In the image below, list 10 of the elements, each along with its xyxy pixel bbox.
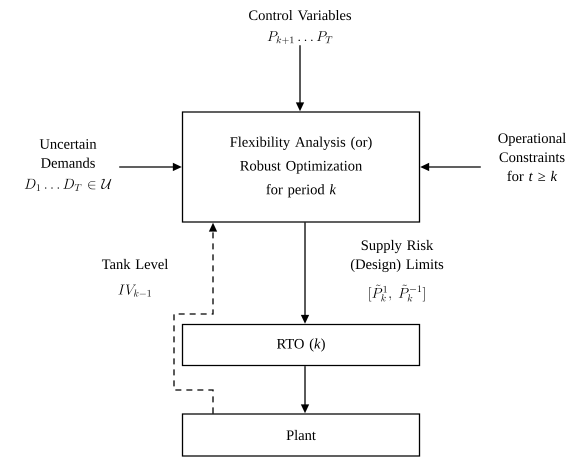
edge-label: Tank Level — [102, 258, 168, 270]
process-box: Flexibility Analysis (or) Robust Optimization for period k — [182, 111, 420, 223]
formula-label: $[\tilde{P}_k^{1},\ \tilde{P}_k^{-1}]$ — [369, 284, 425, 302]
process-box: Plant — [182, 413, 420, 457]
formula-label: $IV_{k-1}$ — [118, 284, 151, 297]
process-box: RTO (k) — [182, 324, 420, 366]
input-label: Uncertain Demands $D_1\ldots D_T \in \mathcal{U}$ — [24, 139, 112, 191]
edge-label: Supply Risk (Design) Limits — [350, 240, 444, 272]
input-label: Operational Constraints for t ≥ k — [498, 132, 566, 182]
input-label: Control Variables $P_{k+1}\ldots P_T$ — [249, 10, 352, 44]
